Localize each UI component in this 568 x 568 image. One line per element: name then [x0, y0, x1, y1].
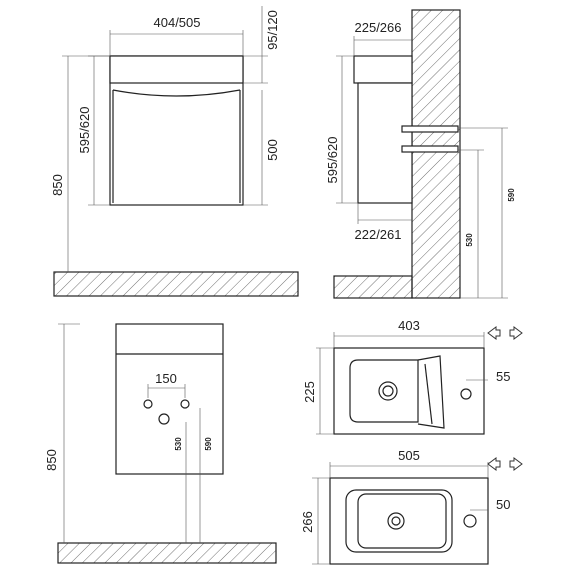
side-floor — [333, 275, 413, 299]
basin-large-tap-hole — [463, 514, 477, 528]
side-basin-top — [353, 55, 413, 84]
basin-small-drain-inner — [382, 385, 394, 397]
basin-small-outline — [333, 347, 485, 435]
wall — [411, 9, 461, 299]
basin-plan-large: 50 505 266 — [300, 448, 523, 565]
pipe-590-label: 590 — [507, 188, 516, 202]
basin-top — [109, 55, 244, 84]
bottom-cabinet — [115, 323, 224, 475]
bottom-floor-height-label: 850 — [44, 449, 59, 471]
front-view-bottom: 150 530 590 850 — [44, 323, 277, 564]
hole-drain — [158, 413, 170, 425]
basin-small-hole-label: 55 — [496, 369, 510, 384]
pipe-530-label: 530 — [465, 233, 474, 247]
pipe-upper — [401, 125, 459, 133]
cabinet-height-label: 595/620 — [77, 107, 92, 154]
bottom-floor — [57, 542, 277, 564]
basin-small-bowl — [349, 359, 419, 423]
double-arrow-icon — [487, 326, 523, 340]
double-arrow-icon — [487, 457, 523, 471]
width-label: 404/505 — [154, 15, 201, 30]
basin-large-bowl-inner — [357, 493, 447, 549]
pipe-lower — [401, 145, 459, 153]
basin-small-ledge — [417, 355, 445, 429]
door-height-label: 500 — [265, 139, 280, 161]
floor-height-label: 850 — [50, 174, 65, 196]
basin-small-depth-label: 225 — [302, 381, 317, 403]
basin-large-outline — [329, 477, 489, 565]
side-view: 225/266 222/261 595/620 530 590 — [325, 9, 516, 299]
basin-large-depth-label: 266 — [300, 511, 315, 533]
basin-plan-small: 55 403 225 — [302, 318, 523, 435]
basin-large-hole-label: 50 — [496, 497, 510, 512]
basin-large-bowl-outer — [345, 489, 453, 553]
bottom-pipe-590-label: 590 — [204, 437, 213, 451]
hole-spacing-label: 150 — [155, 371, 177, 386]
front-view-top: 404/505 95/120 500 595/620 850 — [50, 6, 299, 297]
side-bottom-depth-label: 222/261 — [355, 227, 402, 242]
side-cabinet-body — [357, 82, 413, 204]
basin-small-width-label: 403 — [398, 318, 420, 333]
basin-large-drain-inner — [391, 516, 401, 526]
floor-slab — [53, 271, 299, 297]
top-depth-label: 95/120 — [265, 10, 280, 50]
hole-left — [143, 399, 153, 409]
side-top-depth-label: 225/266 — [355, 20, 402, 35]
basin-large-width-label: 505 — [398, 448, 420, 463]
bottom-pipe-530-label: 530 — [174, 437, 183, 451]
hole-right — [180, 399, 190, 409]
side-cabinet-height-label: 595/620 — [325, 137, 340, 184]
basin-small-tap-hole — [460, 388, 472, 400]
door-curve — [112, 89, 241, 97]
